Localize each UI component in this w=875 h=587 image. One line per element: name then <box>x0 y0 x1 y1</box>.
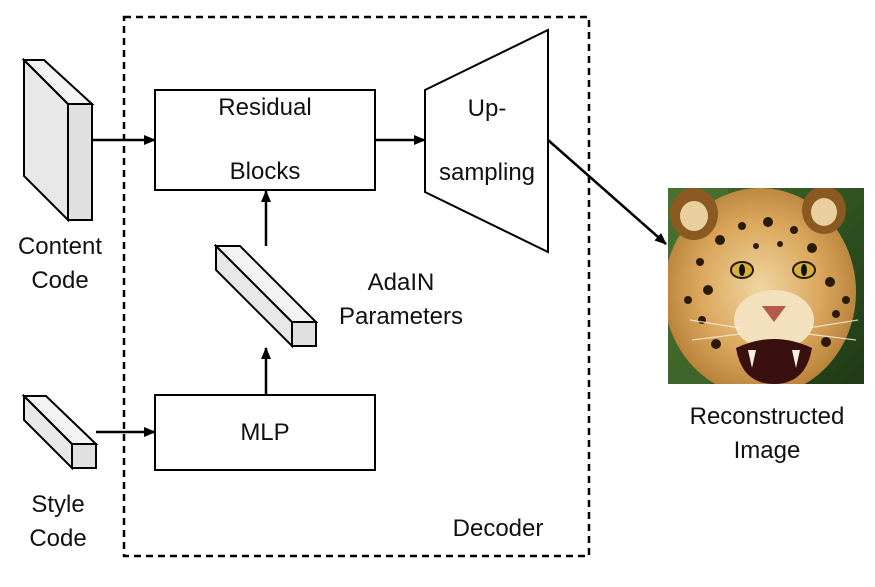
decoder-boundary <box>122 15 591 558</box>
style-code-line1: Style <box>31 491 85 518</box>
upsampling-trapezoid <box>424 28 549 254</box>
reconstructed-image-label: Reconstructed Image <box>670 400 864 468</box>
content-code-line2: Code <box>31 267 89 294</box>
content-code-line1: Content <box>17 233 103 260</box>
residual-blocks-label: Residual Blocks <box>155 90 375 190</box>
reconstructed-line1: Reconstructed <box>689 403 845 430</box>
style-code-label: Style Code <box>6 488 110 556</box>
mlp-label: MLP <box>240 418 290 446</box>
upsampling-label: Up- sampling <box>432 90 542 192</box>
adain-line2: Parameters <box>338 303 464 330</box>
reconstructed-line2: Image <box>733 437 801 464</box>
style-code-block <box>21 393 99 471</box>
residual-blocks-line2: Blocks <box>229 158 301 185</box>
adain-line1: AdaIN <box>367 269 435 296</box>
style-code-line2: Code <box>29 525 87 552</box>
upsampling-line2: sampling <box>438 159 536 186</box>
adain-parameters-block <box>213 243 319 349</box>
adain-parameters-label: AdaIN Parameters <box>324 266 478 334</box>
content-code-label: Content Code <box>6 230 114 298</box>
content-code-block <box>21 57 95 223</box>
decoder-label: Decoder <box>452 515 544 542</box>
arrow-upsampling-to-image <box>547 139 667 245</box>
reconstructed-image <box>668 188 864 384</box>
upsampling-line1: Up- <box>467 95 507 122</box>
mlp-box <box>154 394 376 471</box>
residual-blocks-box <box>154 89 376 191</box>
residual-blocks-line1: Residual <box>218 94 312 121</box>
